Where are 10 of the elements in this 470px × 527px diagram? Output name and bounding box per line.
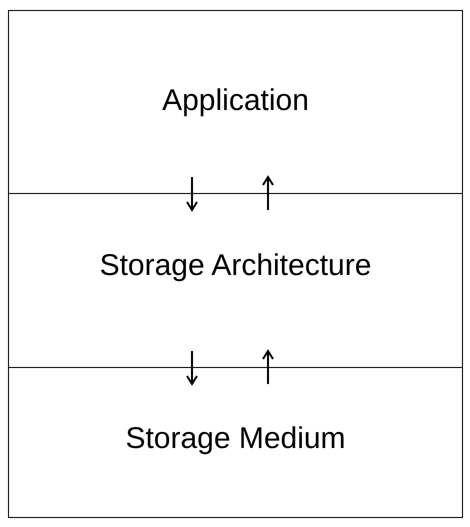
arrow [262, 350, 274, 384]
layer-label: Storage Medium [124, 422, 347, 456]
layer-label: Storage Architecture [98, 249, 372, 283]
layer-label: Application [161, 84, 310, 118]
arrow [186, 351, 198, 385]
layer-box [8, 10, 463, 194]
arrow [186, 177, 198, 211]
arrow [262, 176, 274, 210]
layer-box [8, 367, 463, 518]
layer-box [8, 193, 463, 368]
